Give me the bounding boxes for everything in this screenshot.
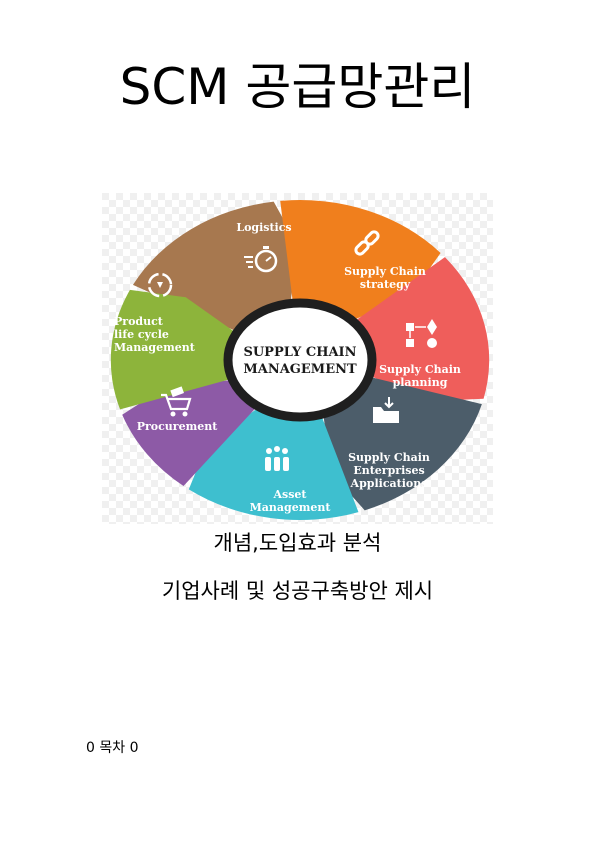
segment-label-line: strategy [360,278,411,291]
segment-label-line: Supply Chain [348,451,430,464]
segment-label-line: Supply Chain [344,265,426,278]
flowchart-icon [406,319,437,348]
center-ring [223,298,377,422]
recycle-icon [147,272,173,298]
wheel-segment [122,379,259,487]
wheel-segment [110,289,239,410]
center-label-line-1: SUPPLY CHAIN [243,345,356,360]
segment-label-line: Asset [273,488,308,501]
segment-label-line: planning [393,376,448,389]
wheel-icons [147,230,437,471]
segment-label-line: Procurement [137,420,219,433]
shopping-cart-icon [161,386,192,417]
chain-link-icon [354,230,380,256]
stopwatch-icon [244,246,278,273]
segment-label-line: Management [114,341,196,354]
wheel-segment [323,375,482,511]
page-title: SCM 공급망관리 [119,58,476,116]
gear-bottles-icon [265,446,289,471]
segment-label-line: Applications [350,477,428,490]
center-label-line-2: MANAGEMENT [243,362,357,377]
table-of-contents-heading: 0 목차 0 [86,740,139,756]
segment-label-line: Management [250,501,332,514]
wheel-segments [110,200,490,520]
folder-icon [373,397,399,423]
wheel-segment [352,257,490,402]
segment-label-line: Product [114,315,164,328]
segment-label-line: Logistics [236,221,291,234]
segment-label-line: Supply Chain [379,363,461,376]
segment-label-line: life cycle [114,328,169,341]
subtitle-concept: 개념,도입효과 분석 [213,531,382,555]
subtitle-cases: 기업사례 및 성공구축방안 제시 [161,579,434,603]
wheel-segment [188,406,359,520]
segment-label-line: Enterprises [353,464,424,477]
